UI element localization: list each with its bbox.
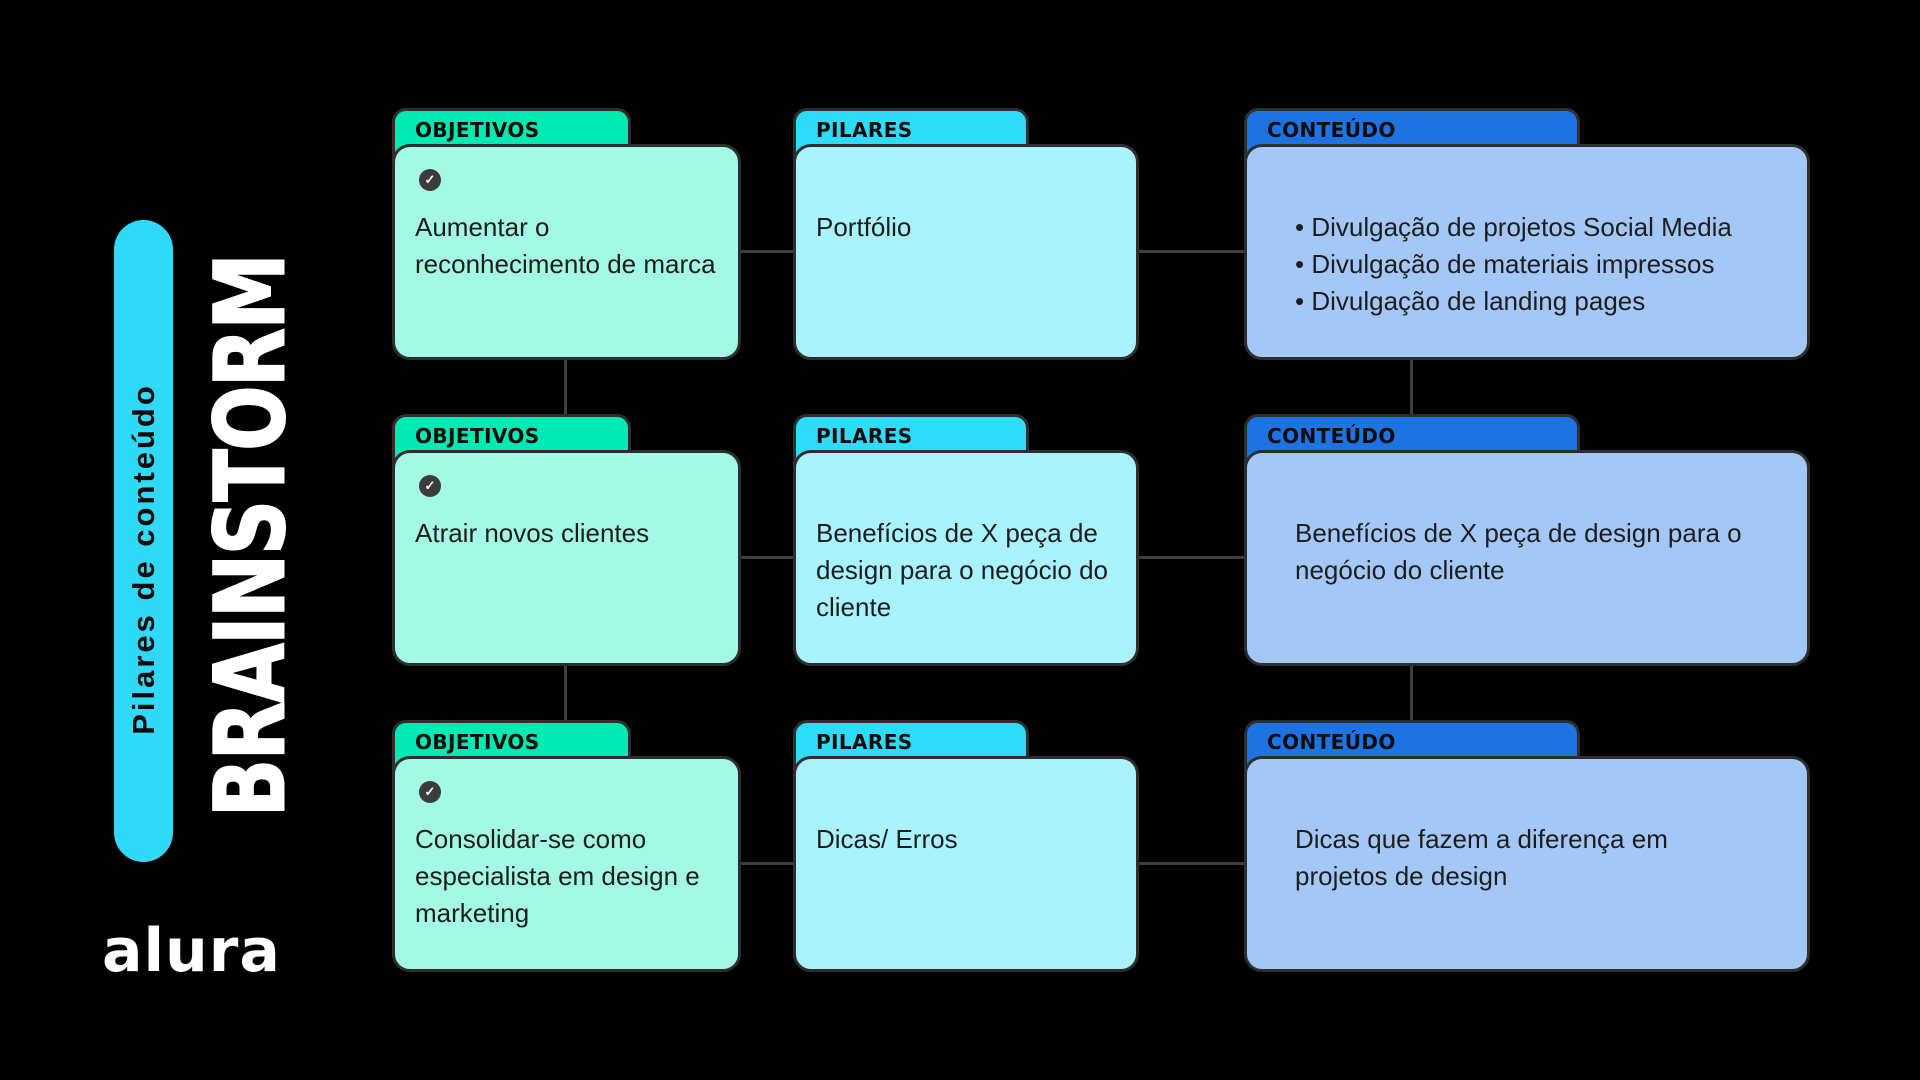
card-body: ✓ Atrair novos clientes [392,450,741,666]
tab-label: OBJETIVOS [415,424,540,448]
card-objetivos-3[interactable]: OBJETIVOS ✓ Consolidar-se como especiali… [392,720,741,972]
tab-label: PILARES [816,730,913,754]
tab-label: OBJETIVOS [415,730,540,754]
card-text: Aumentar o reconhecimento de marca [415,212,716,279]
check-circle-icon: ✓ [419,169,441,191]
check-circle-icon: ✓ [419,781,441,803]
connector-r1-obj-pil [741,250,795,253]
card-text: Benefícios de X peça de design para o ne… [1295,518,1742,585]
connector-obj-r1-r2 [564,358,567,416]
alura-logo: alura [102,916,281,986]
connector-r3-obj-pil [741,862,795,865]
card-conteudo-2[interactable]: CONTEÚDO Benefícios de X peça de design … [1244,414,1810,666]
connector-r3-pil-con [1139,862,1246,865]
card-body: Benefícios de X peça de design para o ne… [1244,450,1810,666]
tab-label: PILARES [816,118,913,142]
card-pilares-3[interactable]: PILARES Dicas/ Erros [793,720,1139,972]
content-pillars-pill: Pilares de conteúdo [114,220,173,862]
card-text: Consolidar-se como especialista em desig… [415,824,700,928]
connector-r2-pil-con [1139,556,1246,559]
card-text: Benefícios de X peça de design para o ne… [816,518,1109,622]
tab-label: CONTEÚDO [1267,730,1396,754]
card-text: Dicas que fazem a diferença em projetos … [1295,824,1668,891]
page-title: BRAINSTORM [194,254,308,818]
card-body: • Divulgação de projetos Social Media • … [1244,144,1810,360]
card-body: Dicas que fazem a diferença em projetos … [1244,756,1810,972]
card-body: Portfólio [793,144,1139,360]
check-circle-icon: ✓ [419,475,441,497]
card-text: Portfólio [816,212,912,242]
connector-r2-obj-pil [741,556,795,559]
folder-tab: CONTEÚDO [1244,414,1580,470]
card-body: Benefícios de X peça de design para o ne… [793,450,1139,666]
card-conteudo-3[interactable]: CONTEÚDO Dicas que fazem a diferença em … [1244,720,1810,972]
card-body: ✓ Aumentar o reconhecimento de marca [392,144,741,360]
card-text: Dicas/ Erros [816,824,958,854]
connector-con-r2-r3 [1410,664,1413,722]
card-body: Dicas/ Erros [793,756,1139,972]
connector-con-r1-r2 [1410,358,1413,416]
tab-label: CONTEÚDO [1267,118,1396,142]
connector-obj-r2-r3 [564,664,567,722]
title-wrap: BRAINSTORM [148,227,354,845]
card-pilares-2[interactable]: PILARES Benefícios de X peça de design p… [793,414,1139,666]
card-objetivos-2[interactable]: OBJETIVOS ✓ Atrair novos clientes [392,414,741,666]
tab-label: OBJETIVOS [415,118,540,142]
card-pilares-1[interactable]: PILARES Portfólio [793,108,1139,360]
card-body: ✓ Consolidar-se como especialista em des… [392,756,741,972]
card-objetivos-1[interactable]: OBJETIVOS ✓ Aumentar o reconhecimento de… [392,108,741,360]
tab-label: PILARES [816,424,913,448]
card-text: Atrair novos clientes [415,518,650,548]
card-text: • Divulgação de projetos Social Media • … [1295,212,1732,316]
connector-r1-pil-con [1139,250,1246,253]
tab-label: CONTEÚDO [1267,424,1396,448]
card-conteudo-1[interactable]: CONTEÚDO • Divulgação de projetos Social… [1244,108,1810,360]
